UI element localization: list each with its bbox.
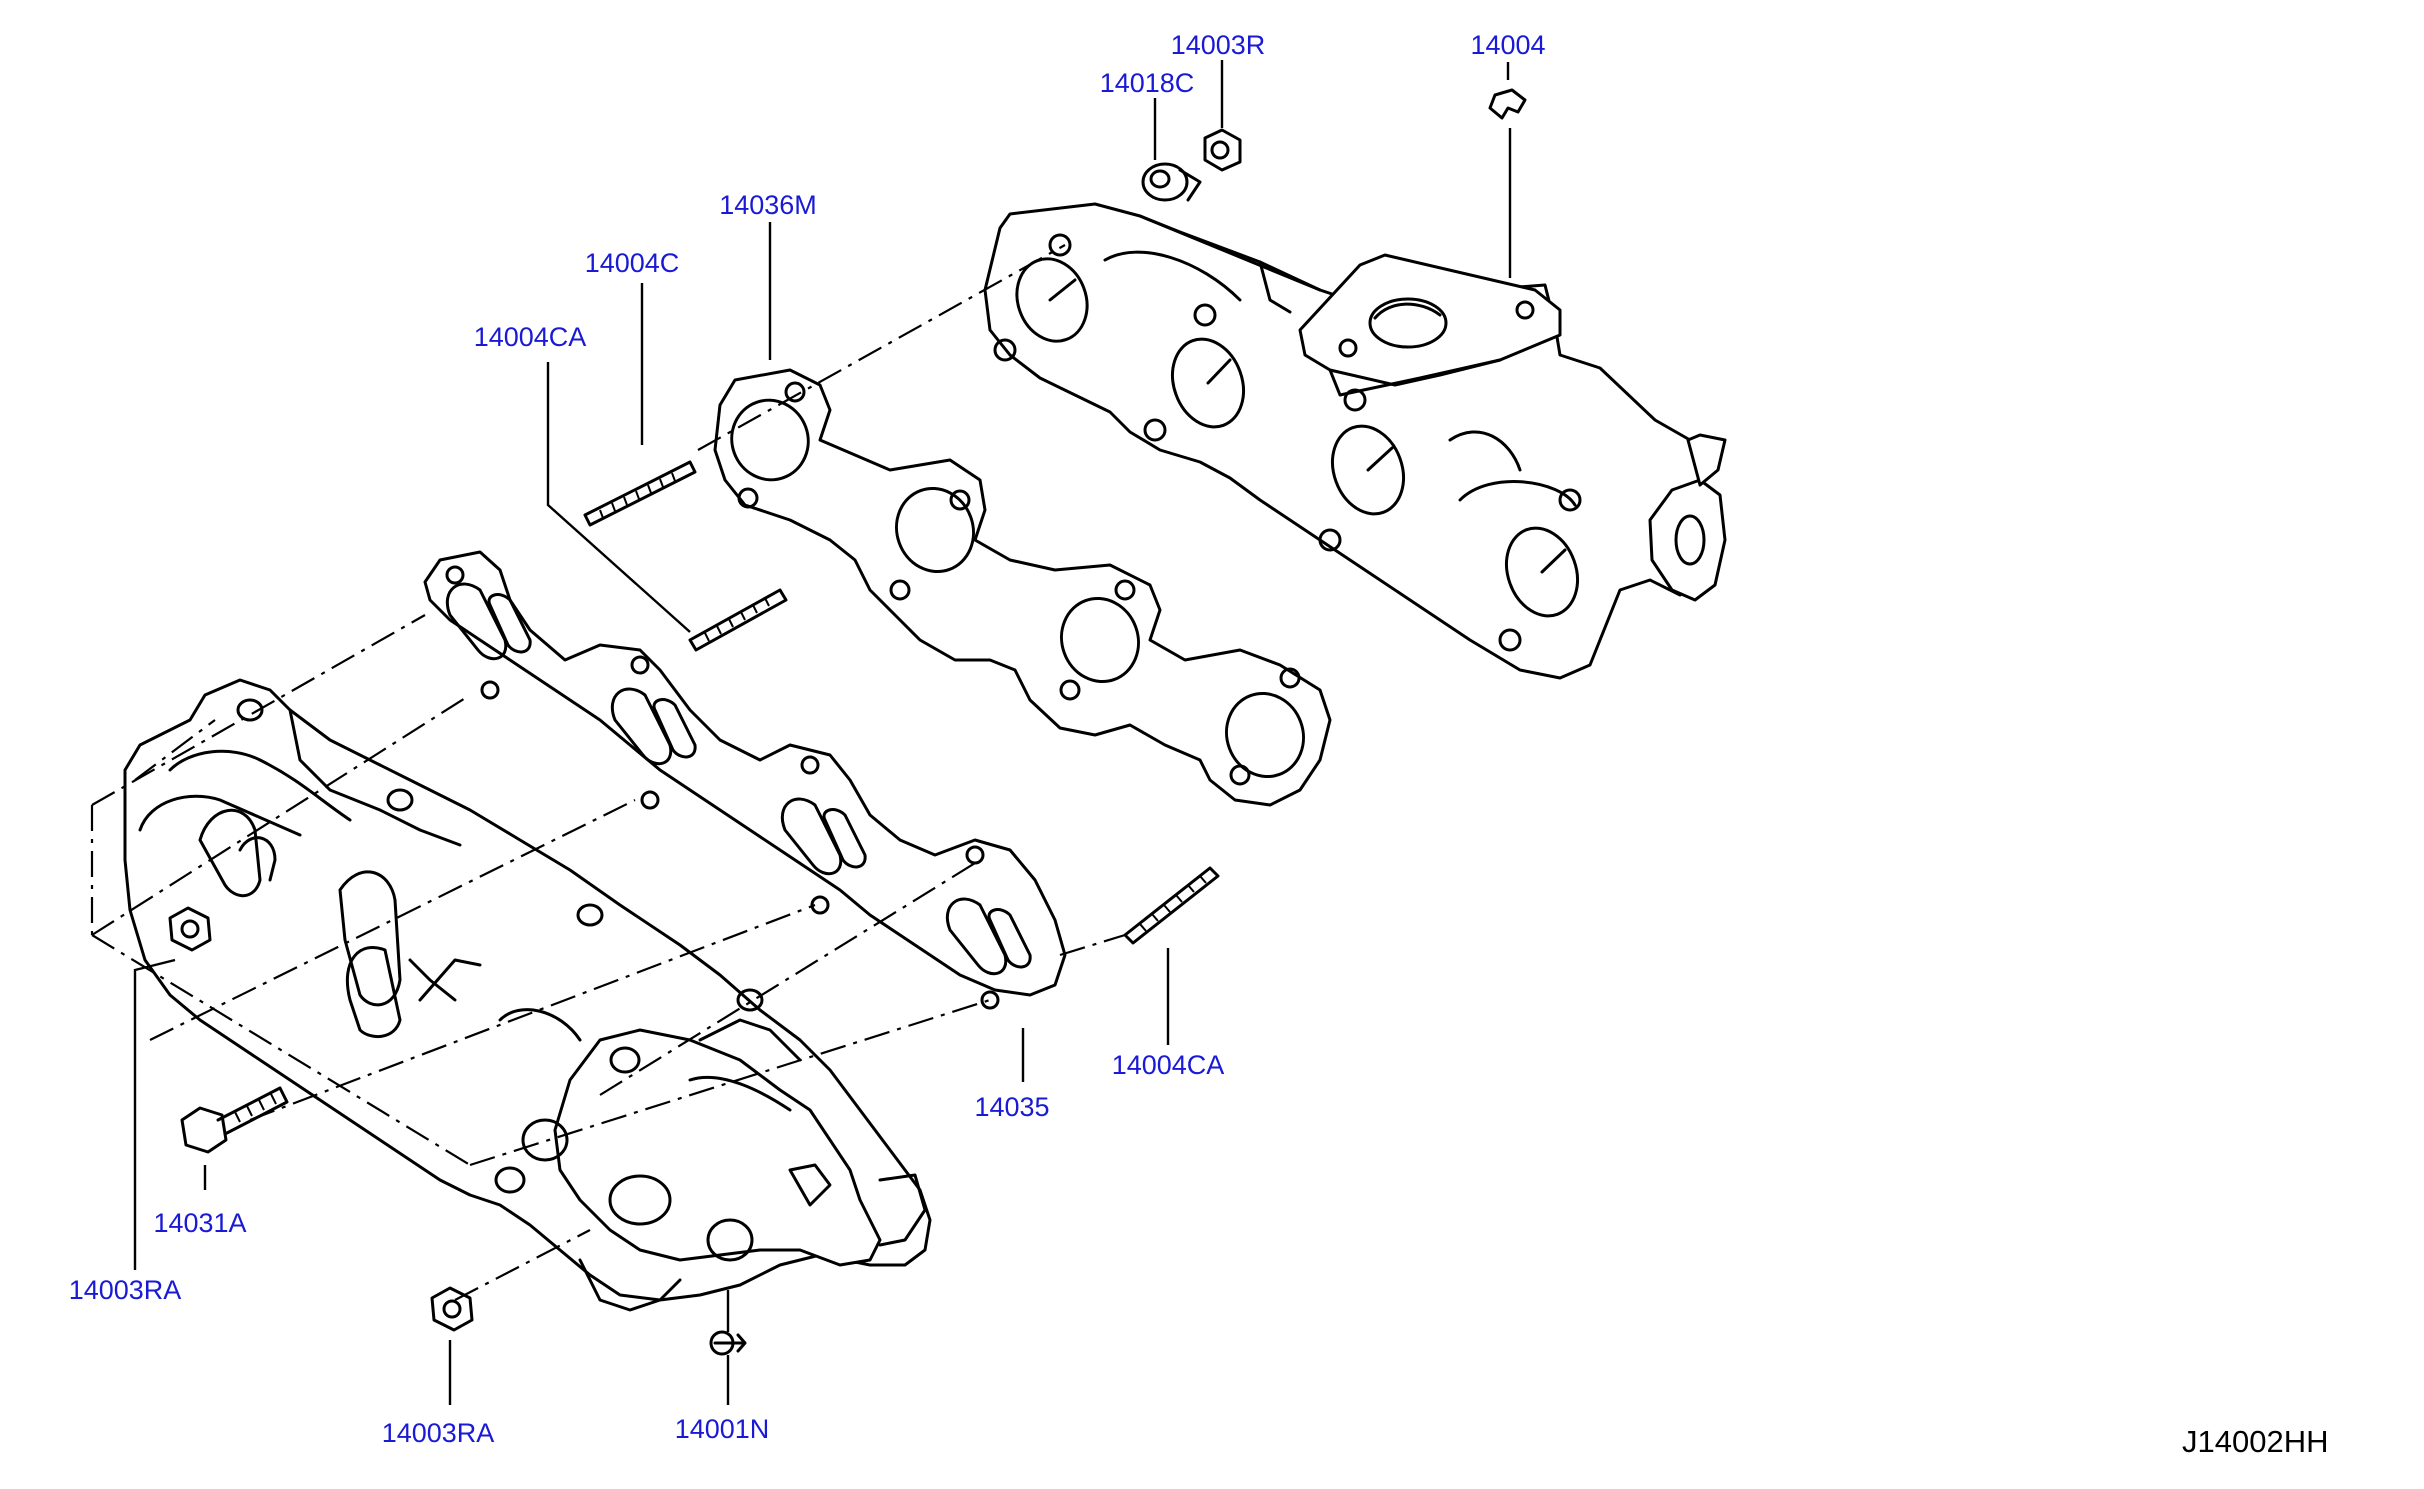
stud-14004ca-top (688, 588, 788, 652)
nut-14003ra-bottom (430, 1286, 474, 1332)
nut-14003r (1203, 128, 1242, 172)
nut-14003ra-left (168, 906, 212, 952)
label-14031a: 14031A (153, 1208, 247, 1238)
stud-14004c (583, 460, 697, 527)
label-14036m: 14036M (719, 190, 817, 220)
exhaust-manifold-gasket-14035 (423, 550, 1067, 1010)
exhaust-manifold-gasket (713, 368, 1332, 807)
label-14003ra-bottom: 14003RA (381, 1418, 495, 1448)
label-14003ra-left: 14003RA (68, 1275, 182, 1305)
drawing-code: J14002HH (2182, 1424, 2329, 1459)
label-14001n: 14001N (674, 1414, 770, 1444)
assembly-center-lines (90, 244, 1126, 1301)
label-14003r: 14003R (1170, 30, 1266, 60)
clip-14004 (1488, 88, 1527, 120)
stud-14004ca-right (1123, 866, 1220, 945)
label-14018c: 14018C (1099, 68, 1195, 98)
collar-14018c (1141, 162, 1202, 202)
label-14004: 14004 (1470, 30, 1546, 60)
exhaust-manifold (983, 202, 1727, 680)
label-14004ca-right: 14004CA (1111, 1050, 1225, 1080)
bolt-14031a (180, 1086, 289, 1154)
leader-lines (133, 60, 1512, 1405)
heat-shield (123, 678, 932, 1312)
label-14004ca-top: 14004CA (473, 322, 587, 352)
label-14035: 14035 (974, 1092, 1050, 1122)
label-14004c: 14004C (584, 248, 680, 278)
clip-14001n (709, 1330, 747, 1356)
